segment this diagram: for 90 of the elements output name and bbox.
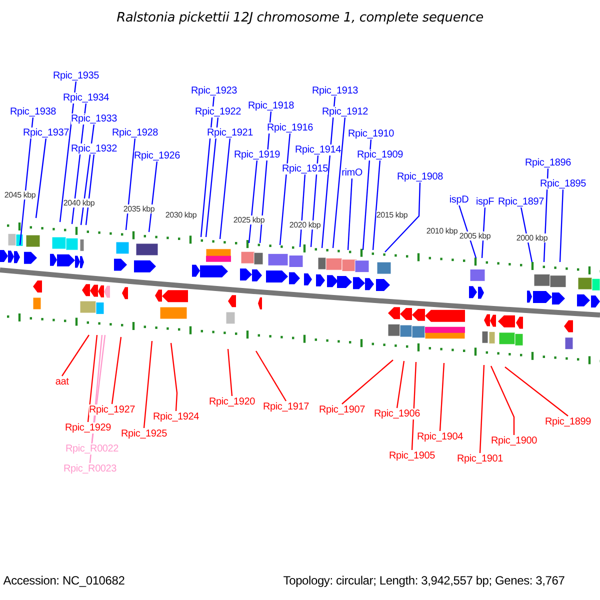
scale-label: 2045 kbp: [4, 190, 36, 200]
gene-label: Rpic_1900: [491, 436, 537, 446]
scale-label: 2035 kbp: [123, 204, 155, 214]
leader-line: [490, 366, 515, 435]
gene-label: Rpic_1938: [10, 106, 56, 118]
gene-label: Rpic_1937: [23, 128, 69, 138]
leader-line: [439, 362, 445, 432]
leader-line: [200, 96, 215, 238]
gene-label: Rpic_1923: [191, 86, 237, 96]
scale-label: 2025 kbp: [233, 216, 265, 224]
leader-line: [205, 116, 219, 238]
leader-line: [504, 366, 568, 416]
leader-line: [347, 178, 353, 250]
gene-label: Rpic_1919: [234, 150, 280, 160]
gene-label: Rpic_1934: [63, 92, 109, 104]
gene-label: Rpic_1927: [89, 404, 135, 416]
scale-label: 2000 kbp: [516, 234, 548, 242]
gene-label: Rpic_1908: [397, 172, 443, 182]
gene-label: Rpic_1916: [267, 122, 313, 134]
leader-line: [362, 138, 372, 250]
scale-label: 2005 kbp: [459, 232, 491, 240]
leader-line: [219, 138, 231, 240]
leader-line: [227, 348, 233, 396]
gene-label: Rpic_1929: [65, 422, 111, 434]
leader-line: [458, 204, 477, 258]
gene-label: Rpic_1917: [263, 402, 309, 412]
gene-label: Rpic_1921: [207, 128, 253, 138]
gene-label: Rpic_R0022: [65, 444, 119, 454]
gene-label: Rpic_R0023: [63, 464, 117, 474]
leader-line: [299, 174, 306, 248]
gene-label: Rpic_1895: [540, 178, 586, 190]
gene-label: Rpic_1932: [71, 144, 117, 154]
leader-line: [248, 160, 258, 244]
gene-label: aat: [55, 376, 69, 388]
gene-label: Rpic_1914: [295, 144, 341, 156]
gene-label: Rpic_1904: [417, 432, 463, 442]
leader-line: [332, 116, 346, 248]
leader-line: [170, 342, 178, 412]
leader-line: [87, 334, 98, 422]
leader-line: [321, 96, 336, 248]
gene-label: Rpic_1906: [374, 408, 420, 420]
gene-label: Rpic_1928: [112, 128, 158, 138]
gene-label: Rpic_1922: [195, 106, 241, 118]
gene-label: Rpic_1897: [498, 196, 544, 208]
gene-label: ispF: [476, 196, 494, 208]
leader-line: [342, 360, 394, 404]
scale-label: 2015 kbp: [376, 210, 408, 220]
leader-line: [111, 336, 122, 404]
gene-label: Rpic_1910: [348, 128, 394, 140]
leader-line: [125, 138, 136, 230]
leader-line: [62, 334, 90, 376]
leader-line: [384, 182, 421, 252]
leader-line: [85, 154, 95, 226]
leader-line: [520, 206, 533, 262]
gene-label: rimO: [342, 168, 362, 178]
gene-label: Rpic_1896: [525, 158, 571, 168]
gene-label: Rpic_1926: [134, 150, 180, 162]
scale-label: 2020 kbp: [289, 220, 321, 230]
leader-line: [372, 160, 381, 250]
accession-note: Accession: NC_010682: [3, 576, 125, 586]
gene-label: Rpic_1899: [545, 416, 591, 428]
leader-line: [143, 340, 153, 428]
gene-label: Rpic_1912: [322, 106, 368, 118]
leader-line: [35, 138, 47, 218]
gene-label: Rpic_1909: [357, 150, 403, 160]
gene-label: Rpic_1925: [121, 428, 167, 440]
leader-line: [148, 160, 158, 232]
leader-line: [396, 360, 405, 408]
gene-label: Rpic_1913: [312, 86, 358, 96]
leader-line: [255, 350, 287, 402]
scale-label: 2010 kbp: [426, 226, 458, 236]
diagram-title: Ralstonia pickettii 12J chromosome 1, complete sequence: [116, 12, 484, 24]
leader-line: [19, 116, 34, 246]
genome-summary-note: Topology: circular; Length: 3,942,557 bp; Genes: 3,767: [283, 576, 565, 586]
scale-label: 2040 kbp: [63, 198, 95, 208]
gene-label: Rpic_1935: [53, 70, 99, 82]
leader-line: [559, 188, 564, 262]
gene-label: Rpic_1905: [389, 450, 435, 462]
gene-label: Rpic_1915: [282, 164, 328, 174]
gene-label: Rpic_1920: [209, 396, 255, 408]
gene-label: Rpic_1924: [153, 412, 199, 422]
gene-label: Rpic_1933: [71, 114, 117, 124]
scale-label: 2030 kbp: [165, 210, 197, 220]
gene-label: Rpic_1918: [248, 100, 294, 112]
leader-line: [411, 362, 417, 450]
gene-label: Rpic_1907: [319, 404, 365, 416]
leader-line: [479, 364, 485, 454]
gene-label: Rpic_1901: [457, 454, 503, 464]
gene-label: ispD: [449, 194, 469, 206]
leader-line: [279, 132, 291, 246]
